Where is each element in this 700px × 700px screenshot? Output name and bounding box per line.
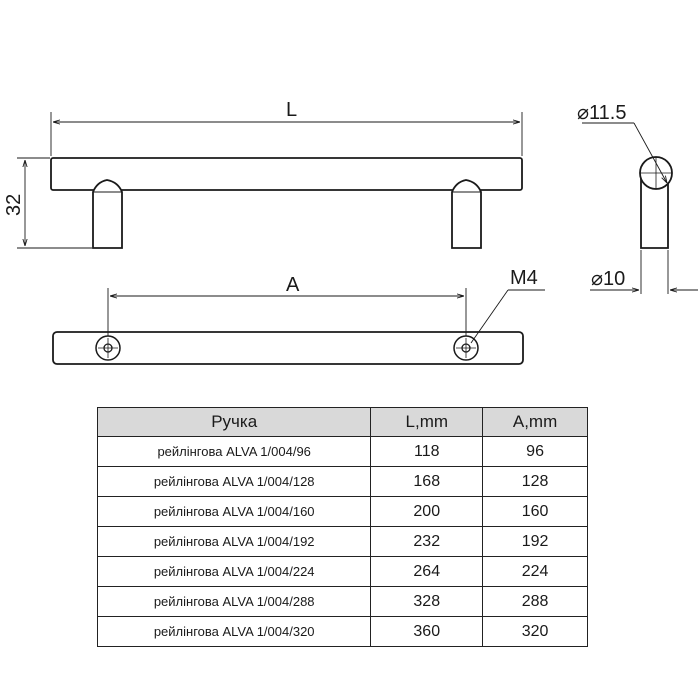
table-row: рейлінгова ALVA 1/004/288 328 288 <box>96 586 588 617</box>
column-header-name: Ручка <box>96 407 372 437</box>
cell-a: 128 <box>482 466 588 497</box>
column-header-l: L,mm <box>370 407 484 437</box>
cell-l: 118 <box>370 436 484 467</box>
table-header-row: Ручка L,mm A,mm <box>96 407 588 437</box>
column-header-a: A,mm <box>482 407 588 437</box>
table-row: рейлінгова ALVA 1/004/128 168 128 <box>96 466 588 497</box>
height-label: 32 <box>3 194 25 216</box>
cell-l: 168 <box>370 466 484 497</box>
table-row: рейлінгова ALVA 1/004/160 200 160 <box>96 496 588 527</box>
table-row: рейлінгова ALVA 1/004/224 264 224 <box>96 556 588 587</box>
length-dimension <box>50 112 523 156</box>
table-row: рейлінгова ALVA 1/004/96 118 96 <box>96 436 588 467</box>
cell-name: рейлінгова ALVA 1/004/320 <box>96 616 372 647</box>
cell-name: рейлінгова ALVA 1/004/288 <box>96 586 372 617</box>
leg-diameter-dimension <box>590 250 698 294</box>
front-view <box>50 157 523 249</box>
cell-l: 328 <box>370 586 484 617</box>
cell-a: 288 <box>482 586 588 617</box>
thread-leader <box>470 289 545 344</box>
cell-a: 160 <box>482 496 588 527</box>
bar-diameter-leader <box>582 122 667 183</box>
cell-l: 360 <box>370 616 484 647</box>
left-mount-hole <box>95 335 121 361</box>
handle-bar-front <box>50 157 523 191</box>
side-view <box>639 156 673 249</box>
cell-l: 264 <box>370 556 484 587</box>
cell-a: 192 <box>482 526 588 557</box>
table-row: рейлінгова ALVA 1/004/192 232 192 <box>96 526 588 557</box>
thread-label: M4 <box>510 267 538 289</box>
cell-name: рейлінгова ALVA 1/004/160 <box>96 496 372 527</box>
cell-name: рейлінгова ALVA 1/004/224 <box>96 556 372 587</box>
cell-a: 224 <box>482 556 588 587</box>
length-label: L <box>286 99 297 121</box>
center-distance-label: A <box>286 274 300 296</box>
cell-name: рейлінгова ALVA 1/004/192 <box>96 526 372 557</box>
cell-l: 232 <box>370 526 484 557</box>
right-mount-hole <box>453 335 479 361</box>
cell-a: 96 <box>482 436 588 467</box>
table-row: рейлінгова ALVA 1/004/320 360 320 <box>96 616 588 647</box>
left-leg <box>92 179 123 249</box>
spec-table: Ручка L,mm A,mm рейлінгова ALVA 1/004/96… <box>96 407 588 647</box>
right-leg <box>451 179 482 249</box>
height-dimension <box>17 157 92 249</box>
cell-name: рейлінгова ALVA 1/004/128 <box>96 466 372 497</box>
leg-diameter-label: ⌀10 <box>591 268 625 290</box>
center-distance-dimension <box>107 288 467 336</box>
cell-a: 320 <box>482 616 588 647</box>
top-view <box>52 331 524 365</box>
bar-diameter-label: ⌀11.5 <box>577 102 626 124</box>
side-leg <box>640 172 669 249</box>
handle-bar-top <box>52 331 524 365</box>
cell-name: рейлінгова ALVA 1/004/96 <box>96 436 372 467</box>
cell-l: 200 <box>370 496 484 527</box>
